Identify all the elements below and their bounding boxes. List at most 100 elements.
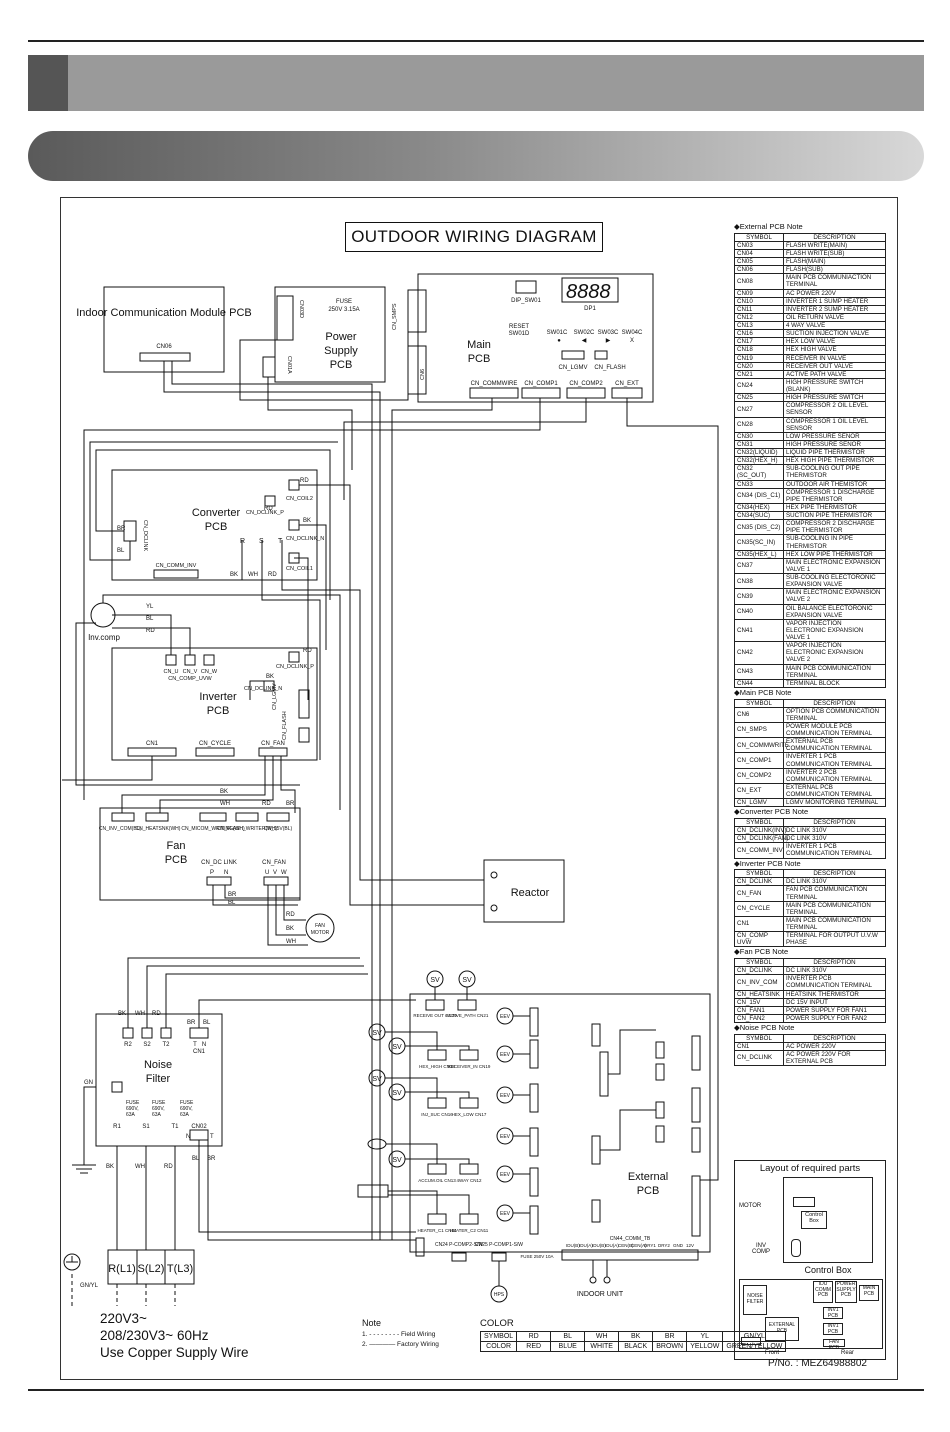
tb-s: S(L2) xyxy=(138,1263,165,1275)
tb-r: R(L1) xyxy=(108,1263,136,1275)
sv-lbl-heater-c1: HEATER_C1 CN14 xyxy=(418,1228,457,1233)
wire-tag-wh-4: WH xyxy=(220,801,230,807)
ext-fuse: FUSE 250V 10A xyxy=(520,1254,553,1259)
notes-description: LOW PRESSURE SENOR xyxy=(783,431,886,441)
notes-symbol: CN_COMM_INV xyxy=(734,842,784,859)
sv-lbl-accum-oil: ACCUM.OIL CN13 xyxy=(418,1178,456,1183)
wire-tag-rd-8: RD xyxy=(264,506,273,512)
ext-term-3: IDU(B) xyxy=(592,1243,606,1248)
indoor-comm-conn-label: CN06 xyxy=(156,344,172,350)
power-conn-b-label: CN01A xyxy=(286,356,292,374)
wiring-note: Note 1. - - - - - - - - Field Wiring 2. … xyxy=(362,1318,439,1348)
sv-lbl-heater-c2: HEATER_C2 CN11 xyxy=(450,1228,489,1233)
color-symbol-cell: BL xyxy=(550,1331,586,1342)
notes-description: SUB-COOLING ELECTORONIC EXPANSION VALVE xyxy=(783,572,886,590)
noise-fuse2-v: 690V, xyxy=(152,1106,165,1112)
noise-filter-box xyxy=(95,1013,223,1147)
notes-row: CN_DCLINK(FAN)DC LINK 310V xyxy=(734,834,886,844)
notes-symbol: CN34(HEX) xyxy=(734,502,784,513)
notes-header-cell: DESCRIPTION xyxy=(783,1033,886,1043)
fan-motor-label-2: MOTOR xyxy=(311,930,330,936)
converter-pcb-label-2: PCB xyxy=(205,521,228,533)
main-pcb-box xyxy=(417,273,654,403)
fan-cn-fan: CN_FAN xyxy=(262,860,286,866)
notes-description: SUCTION INJECTION VALVE xyxy=(783,329,886,339)
inv-dclink-p: CN_DCLINK_P xyxy=(276,664,314,670)
notes-header-cell: DESCRIPTION xyxy=(783,869,886,879)
ext-term-5: CEN(B) xyxy=(618,1243,634,1248)
notes-header-cell: DESCRIPTION xyxy=(783,698,886,708)
inv-dclink-n: CN_DCLINK_N xyxy=(244,686,282,692)
ext-term-2: IDU(A) xyxy=(579,1243,593,1248)
layout-control-box-caption: Control Box xyxy=(804,1265,852,1275)
notes-symbol: CN_15V xyxy=(734,997,784,1007)
notes-description: LGMV MONITORING TERMINAL xyxy=(783,798,886,808)
main-comp1-label: CN_COMP1 xyxy=(524,381,558,387)
wire-tag-rd-1: RD xyxy=(152,1011,161,1017)
notes-description: DC 15V INPUT xyxy=(783,997,886,1007)
notes-description: HEX HIGH VALVE xyxy=(783,345,886,355)
wire-tag-bk-6: BK xyxy=(303,518,311,524)
notes-symbol: CN35(HEX_L) xyxy=(734,549,784,559)
noise-n2: N xyxy=(186,1134,190,1140)
noise-filter-label-1: Noise xyxy=(144,1059,172,1071)
main-comp2-label: CN_COMP2 xyxy=(569,381,603,387)
power-pcb-label-2: Supply xyxy=(324,345,358,357)
noise-fuse3-a: 63A xyxy=(180,1112,190,1118)
noise-t: T xyxy=(193,1042,197,1048)
ext-terminal-labels: IDU(B) IDU(A) IDU(B) IDU(A) CEN(B) CEN(A… xyxy=(566,1243,694,1248)
ext-term-10: 12V xyxy=(686,1243,694,1248)
wire-tag-br-3: BR xyxy=(286,801,295,807)
notes-row: CN34 (DIS_C1)COMPRESSOR 1 DISCHARGE PIPE… xyxy=(734,487,886,504)
notes-symbol: CN19 xyxy=(734,353,784,363)
note-line-1: 1. - - - - - - - - Field Wiring xyxy=(362,1331,436,1338)
wire-tag-wh-2: WH xyxy=(135,1164,145,1170)
notes-description: INVERTER PCB COMMUNICATION TERMINAL xyxy=(783,974,886,991)
notes-row: CN34(HEX)HEX PIPE THERMISTOR xyxy=(734,502,886,513)
notes-symbol: CN30 xyxy=(734,431,784,441)
notes-symbol: CN17 xyxy=(734,337,784,347)
noise-r2: R2 xyxy=(124,1042,132,1048)
indoor-comm-pcb-box xyxy=(103,286,225,373)
layout-rear: Rear xyxy=(841,1350,855,1356)
notes-symbol: CN03 xyxy=(734,240,784,250)
notes-main-title: ◆Main PCB Note xyxy=(734,687,792,697)
notes-symbol: CN_DCLINK(FAN) xyxy=(734,834,788,844)
notes-symbol: CN09 xyxy=(734,288,784,298)
noise-fuse1-a: 63A xyxy=(126,1112,136,1118)
wire-tag-bl-3: BL xyxy=(146,616,154,622)
eev-3: EEV xyxy=(500,1093,511,1099)
color-name-cell: GREEN/YELLOW xyxy=(722,1341,787,1352)
notes-symbol: CN43 xyxy=(734,663,784,680)
notes-symbol: CN34 (DIS_C1) xyxy=(734,487,784,504)
notes-description: COMPRESSOR 2 OIL LEVEL SENSOR xyxy=(783,401,886,418)
notes-symbol: CN6 xyxy=(734,706,784,723)
noise-t1: T1 xyxy=(171,1124,179,1130)
wire-tag-gn: GN xyxy=(84,1080,93,1086)
wire-tag-bk-3: BK xyxy=(230,572,238,578)
conv-comm-inv: CN_COMM_INV xyxy=(156,563,197,569)
notes-symbol: CN35(SC_IN) xyxy=(734,534,784,551)
layout-inv-comp-shape xyxy=(791,1239,801,1257)
inv-flash: CN_FLASH xyxy=(282,711,288,740)
wire-tag-rd-7: RD xyxy=(300,478,309,484)
notes-row: CN32(LIQUID)LIQUID PIPE THERMISTOR xyxy=(734,447,886,458)
inv-fan: CN_FAN xyxy=(261,741,285,747)
